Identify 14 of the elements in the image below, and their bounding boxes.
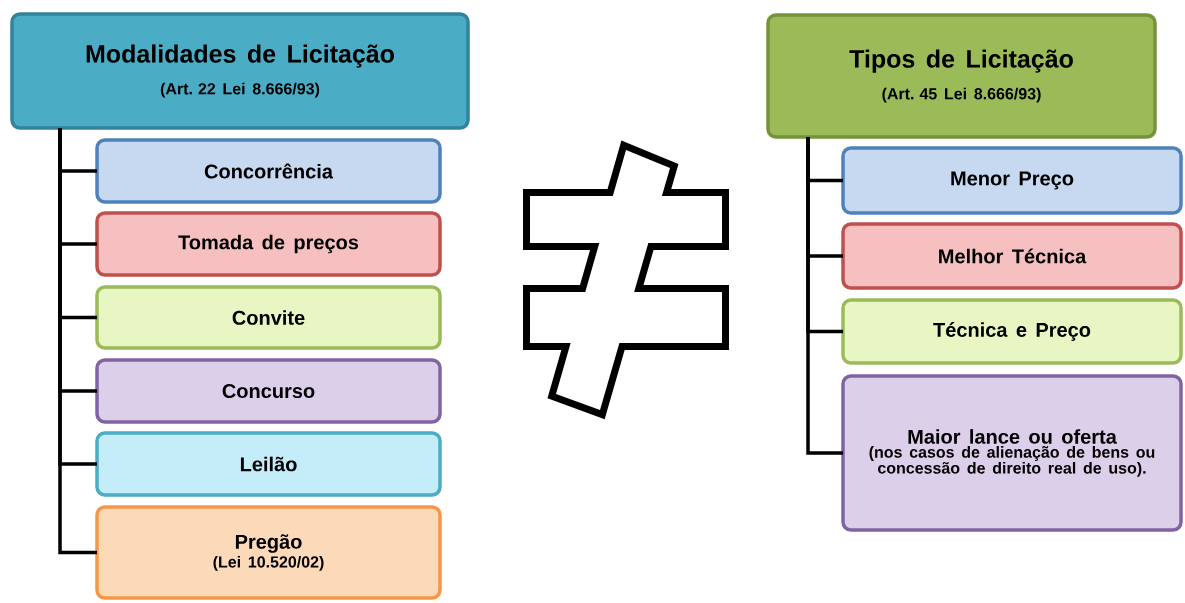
category-box: Menor Preço <box>841 146 1183 215</box>
header-box: Modalidades de Licitação (Art. 22 Lei 8.666/93) <box>10 12 470 130</box>
category-box: Leilão <box>95 431 442 497</box>
category-box: Convite <box>95 285 442 350</box>
category-box: Técnica e Preço <box>841 298 1183 365</box>
category-box: Concurso <box>95 358 442 424</box>
header-box: Tipos de Licitação (Art. 45 Lei 8.666/93) <box>766 13 1157 139</box>
category-box: Pregão (Lei 10.520/02) <box>95 505 442 600</box>
connector-line <box>806 137 843 455</box>
connector-line <box>58 128 97 555</box>
category-box: Tomada de preços <box>95 211 442 277</box>
category-box: Concorrência <box>95 138 442 204</box>
category-box: Maior lance ou oferta (nos casos de alienação de bens ou concessão de direito real de uso). <box>841 374 1183 532</box>
category-box: Melhor Técnica <box>841 222 1183 290</box>
